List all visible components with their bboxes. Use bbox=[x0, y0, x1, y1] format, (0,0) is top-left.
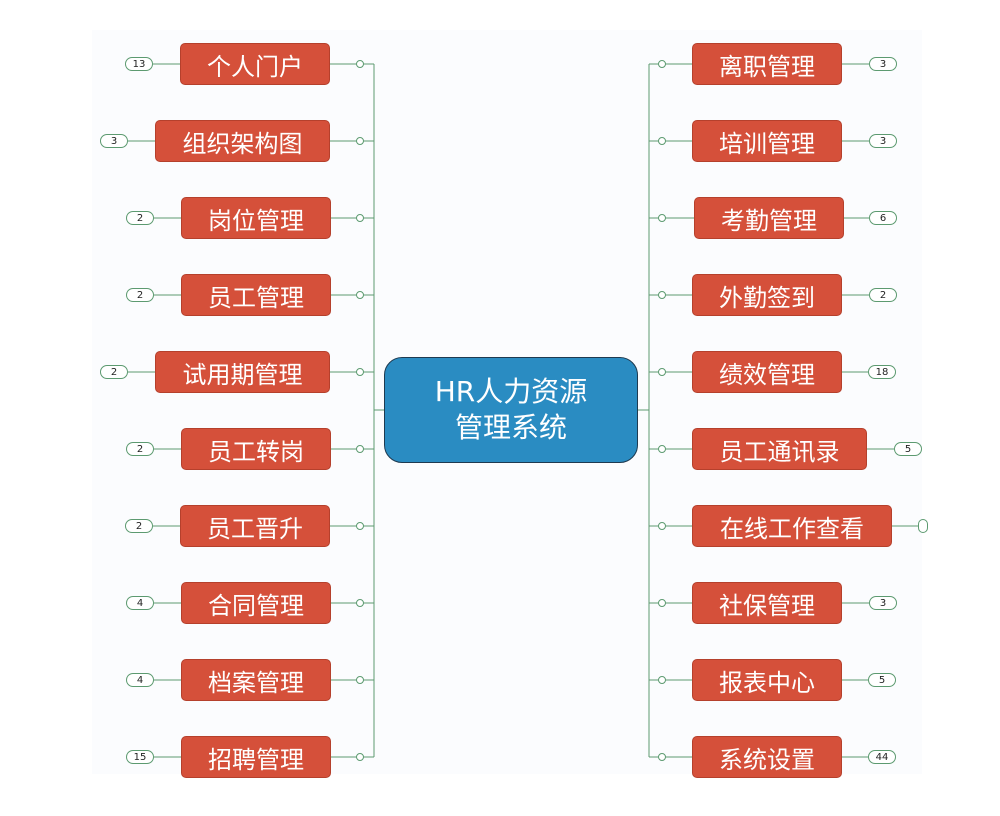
left-collapse-handle[interactable] bbox=[356, 291, 364, 299]
right-branch-count-badge[interactable]: 3 bbox=[869, 57, 897, 71]
right-collapse-handle[interactable] bbox=[658, 445, 666, 453]
left-collapse-handle[interactable] bbox=[356, 522, 364, 530]
left-branch-count-badge[interactable]: 2 bbox=[126, 288, 154, 302]
left-branch-node[interactable]: 个人门户 bbox=[180, 43, 330, 85]
left-branch-node[interactable]: 员工晋升 bbox=[180, 505, 330, 547]
right-branch-count-badge[interactable]: 2 bbox=[869, 288, 897, 302]
left-branch-count-badge[interactable]: 2 bbox=[125, 519, 153, 533]
right-branch-node[interactable]: 外勤签到 bbox=[692, 274, 842, 316]
left-branch-label: 试用期管理 bbox=[182, 360, 303, 389]
central-topic[interactable]: HR人力资源 管理系统 bbox=[384, 357, 638, 463]
left-branch-node[interactable]: 档案管理 bbox=[181, 659, 331, 701]
right-branch-node[interactable]: 社保管理 bbox=[692, 582, 842, 624]
left-branch-count-badge[interactable]: 2 bbox=[126, 442, 154, 456]
left-branch-node[interactable]: 岗位管理 bbox=[181, 197, 331, 239]
right-branch-label: 考勤管理 bbox=[721, 206, 817, 235]
left-collapse-handle[interactable] bbox=[356, 214, 364, 222]
right-collapse-handle[interactable] bbox=[658, 676, 666, 684]
right-branch-label: 社保管理 bbox=[719, 591, 815, 620]
right-collapse-handle[interactable] bbox=[658, 599, 666, 607]
left-collapse-handle[interactable] bbox=[356, 60, 364, 68]
right-branch-label: 在线工作查看 bbox=[720, 514, 864, 543]
left-branch-count-badge[interactable]: 4 bbox=[126, 596, 154, 610]
left-branch-node[interactable]: 员工转岗 bbox=[181, 428, 331, 470]
left-branch-node[interactable]: 组织架构图 bbox=[155, 120, 330, 162]
left-collapse-handle[interactable] bbox=[356, 137, 364, 145]
left-branch-node[interactable]: 试用期管理 bbox=[155, 351, 330, 393]
left-branch-count-badge[interactable]: 15 bbox=[126, 750, 154, 764]
right-branch-count-badge[interactable]: 6 bbox=[869, 211, 897, 225]
right-branch-node[interactable]: 在线工作查看 bbox=[692, 505, 892, 547]
left-branch-label: 档案管理 bbox=[208, 668, 304, 697]
right-collapse-handle[interactable] bbox=[658, 522, 666, 530]
right-branch-count-badge[interactable] bbox=[918, 519, 928, 533]
right-branch-node[interactable]: 员工通讯录 bbox=[692, 428, 867, 470]
left-branch-count-badge[interactable]: 2 bbox=[126, 211, 154, 225]
left-branch-count-badge[interactable]: 13 bbox=[125, 57, 153, 71]
left-branch-label: 组织架构图 bbox=[182, 129, 303, 158]
right-collapse-handle[interactable] bbox=[658, 60, 666, 68]
right-branch-count-badge[interactable]: 44 bbox=[868, 750, 896, 764]
left-branch-count-badge[interactable]: 3 bbox=[100, 134, 128, 148]
right-branch-count-badge[interactable]: 18 bbox=[868, 365, 896, 379]
right-branch-count-badge[interactable]: 3 bbox=[869, 596, 897, 610]
right-branch-label: 绩效管理 bbox=[719, 360, 815, 389]
right-branch-node[interactable]: 报表中心 bbox=[692, 659, 842, 701]
right-branch-label: 离职管理 bbox=[719, 52, 815, 81]
left-branch-count-badge[interactable]: 4 bbox=[126, 673, 154, 687]
left-branch-node[interactable]: 招聘管理 bbox=[181, 736, 331, 778]
right-branch-label: 培训管理 bbox=[719, 129, 815, 158]
central-topic-line-2: 管理系统 bbox=[454, 411, 567, 444]
right-branch-node[interactable]: 培训管理 bbox=[692, 120, 842, 162]
left-collapse-handle[interactable] bbox=[356, 368, 364, 376]
left-branch-label: 招聘管理 bbox=[208, 745, 304, 774]
central-topic-line-1: HR人力资源 bbox=[434, 375, 588, 408]
left-branch-label: 员工晋升 bbox=[207, 514, 303, 543]
left-collapse-handle[interactable] bbox=[356, 676, 364, 684]
left-branch-label: 合同管理 bbox=[208, 591, 304, 620]
right-branch-label: 外勤签到 bbox=[719, 283, 815, 312]
left-branch-count-badge[interactable]: 2 bbox=[100, 365, 128, 379]
right-branch-label: 员工通讯录 bbox=[719, 437, 840, 466]
right-branch-count-badge[interactable]: 3 bbox=[869, 134, 897, 148]
left-branch-node[interactable]: 合同管理 bbox=[181, 582, 331, 624]
right-branch-count-badge[interactable]: 5 bbox=[894, 442, 922, 456]
right-branch-node[interactable]: 离职管理 bbox=[692, 43, 842, 85]
right-collapse-handle[interactable] bbox=[658, 214, 666, 222]
left-collapse-handle[interactable] bbox=[356, 599, 364, 607]
left-branch-label: 岗位管理 bbox=[208, 206, 304, 235]
left-collapse-handle[interactable] bbox=[356, 753, 364, 761]
right-collapse-handle[interactable] bbox=[658, 368, 666, 376]
right-collapse-handle[interactable] bbox=[658, 753, 666, 761]
right-branch-label: 系统设置 bbox=[719, 745, 815, 774]
left-branch-node[interactable]: 员工管理 bbox=[181, 274, 331, 316]
right-branch-label: 报表中心 bbox=[719, 668, 815, 697]
right-branch-node[interactable]: 考勤管理 bbox=[694, 197, 844, 239]
right-branch-count-badge[interactable]: 5 bbox=[868, 673, 896, 687]
right-collapse-handle[interactable] bbox=[658, 137, 666, 145]
left-branch-label: 员工转岗 bbox=[208, 437, 304, 466]
right-collapse-handle[interactable] bbox=[658, 291, 666, 299]
left-branch-label: 个人门户 bbox=[207, 52, 303, 81]
right-branch-node[interactable]: 绩效管理 bbox=[692, 351, 842, 393]
right-branch-node[interactable]: 系统设置 bbox=[692, 736, 842, 778]
left-collapse-handle[interactable] bbox=[356, 445, 364, 453]
left-branch-label: 员工管理 bbox=[208, 283, 304, 312]
